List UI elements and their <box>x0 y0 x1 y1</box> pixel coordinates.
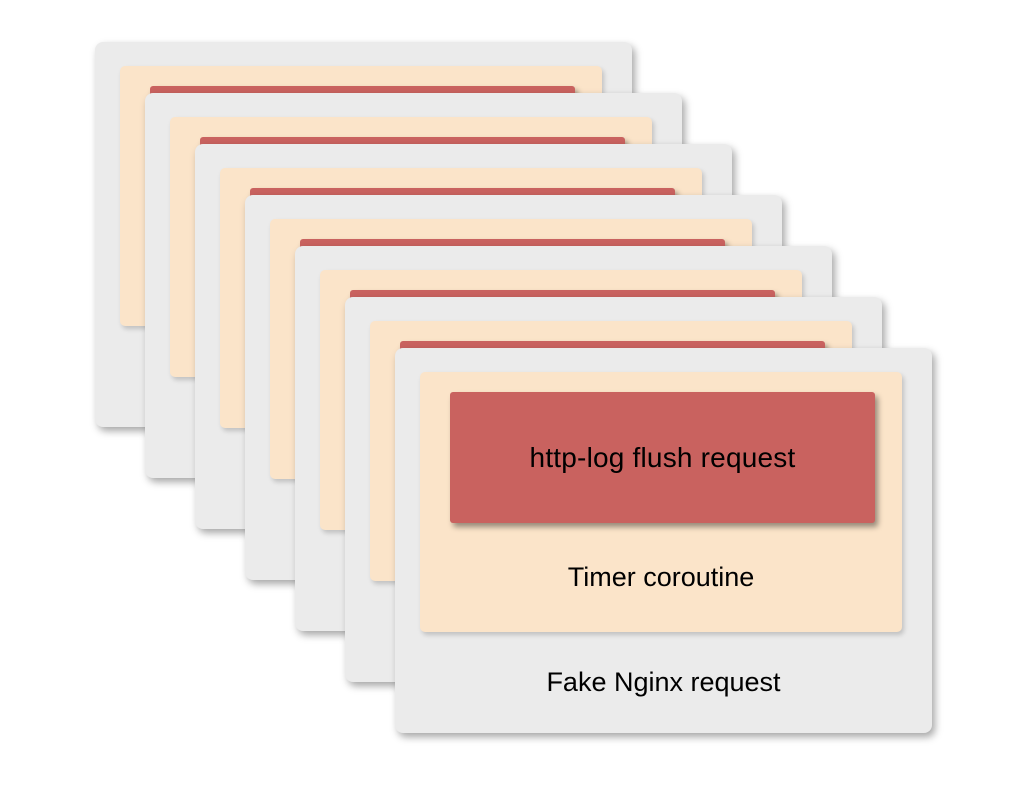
timer-coroutine-label: Timer coroutine <box>567 562 755 592</box>
fake-nginx-request-card: http-log flush request Timer coroutine F… <box>395 348 932 733</box>
fake-nginx-request-label: Fake Nginx request <box>546 667 781 697</box>
flush-request-box: http-log flush request <box>450 392 875 523</box>
timer-coroutine-box: http-log flush request Timer coroutine <box>420 372 902 632</box>
flush-request-label: http-log flush request <box>529 441 796 473</box>
